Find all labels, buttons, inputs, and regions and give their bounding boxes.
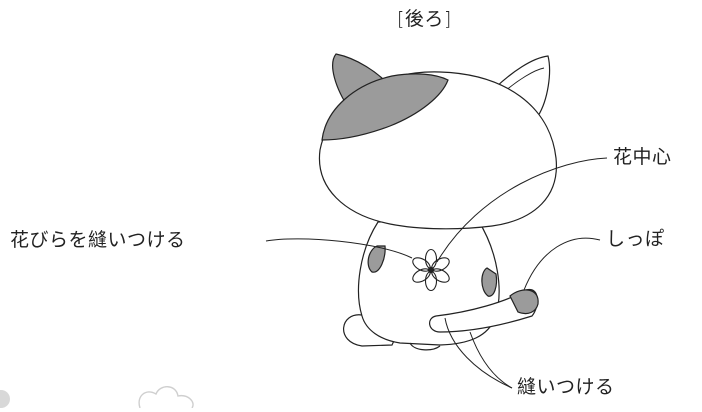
leader-sew-flower (265, 238, 413, 259)
sew-on-label: 縫いつける (517, 376, 615, 398)
sew-flower-label: 花びらを縫いつける (10, 229, 186, 251)
left-side-patch (367, 245, 386, 273)
title-label: [後ろ] (397, 8, 452, 30)
leader-sew-on-1 (444, 317, 513, 389)
right-side-patch (481, 267, 498, 297)
leader-sew-on-2 (469, 331, 513, 389)
cat-tail (429, 288, 538, 333)
flower-center-label: 花中心 (613, 146, 672, 168)
body-bottom (409, 342, 441, 351)
decorative-flower (138, 386, 194, 409)
decorative-dot (0, 390, 10, 408)
head-patch (321, 73, 449, 141)
leader-flower-center (436, 157, 608, 263)
flower-center-dot (427, 266, 435, 274)
leader-tail (523, 237, 601, 291)
tail-tip-patch (509, 289, 539, 315)
tail-label: しっぽ (606, 228, 665, 250)
